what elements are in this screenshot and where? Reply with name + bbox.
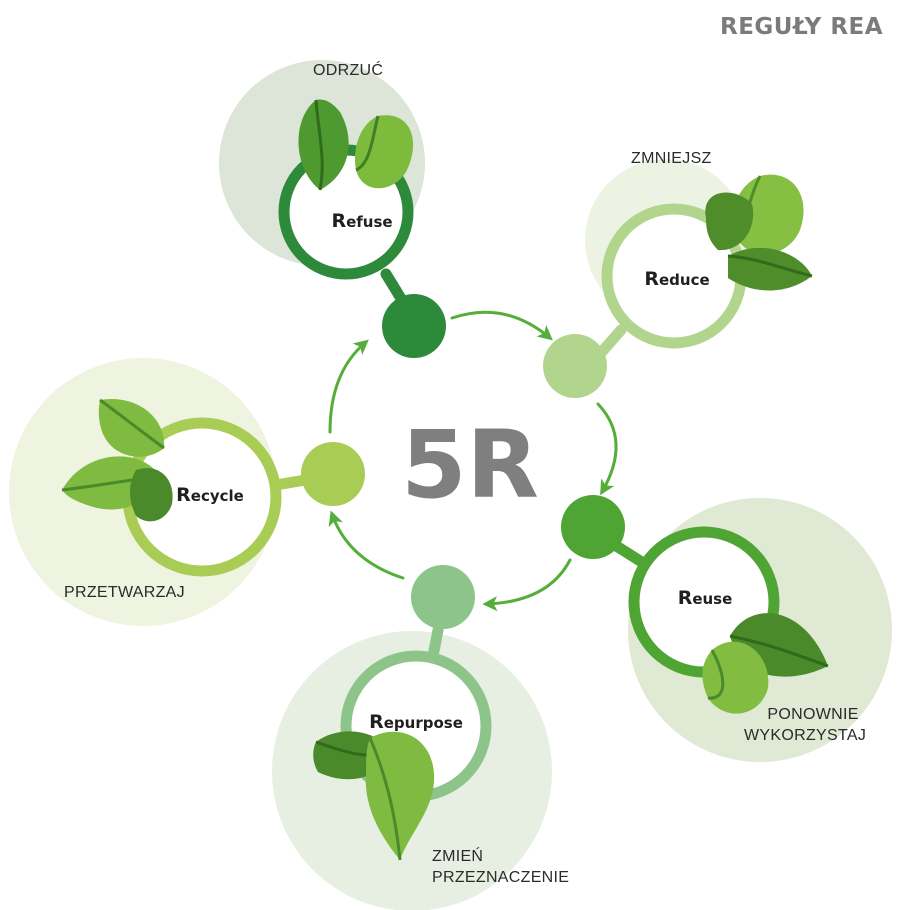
refuse-polish-line: ODRZUĆ: [313, 62, 384, 79]
refuse-label: Refuse: [331, 210, 392, 232]
reuse-polish-line-2: WYKORZYSTAJ: [744, 727, 867, 744]
refuse-dot: [382, 294, 446, 358]
arrow-reduce-to-reuse: [596, 402, 618, 496]
arrow-repurpose-to-recycle: [328, 510, 405, 580]
reuse-polish-label: PONOWNIE WYKORZYSTAJ: [744, 704, 866, 746]
refuse-polish-label: ODRZUĆ: [313, 60, 383, 81]
refuse-leaves-icon: [298, 99, 414, 191]
repurpose-polish-line-2: PRZEZNACZENIE: [432, 869, 570, 886]
arrow-reuse-to-repurpose: [482, 558, 572, 612]
reduce-label: Reduce: [644, 268, 709, 290]
repurpose-leaves-icon: [313, 731, 435, 861]
recycle-dot: [301, 442, 365, 506]
repurpose-polish-label: ZMIEŃ PRZEZNACZENIE: [432, 846, 569, 888]
cycle-arrows: [328, 310, 618, 612]
reduce-polish-label: ZMNIEJSZ: [631, 148, 712, 169]
reuse-leaves-icon: [702, 613, 829, 714]
reuse-polish-line-1: PONOWNIE: [767, 706, 859, 723]
page-title: REGUŁY REA: [720, 14, 884, 40]
recycle-connector: [276, 474, 311, 490]
reuse-dot: [561, 495, 625, 559]
reduce-dot: [543, 334, 607, 398]
repurpose-label: Repurpose: [369, 711, 463, 733]
recycle-label: Recycle: [176, 484, 244, 506]
recycle-leaves-icon: [61, 398, 173, 522]
reduce-leaves-icon: [705, 174, 813, 291]
center-5r-label: 5R: [401, 411, 539, 520]
recycle-polish-label: PRZETWARZAJ: [64, 582, 185, 603]
reuse-label: Reuse: [678, 587, 733, 609]
arrow-refuse-to-reduce: [450, 310, 553, 341]
recycle-polish-line: PRZETWARZAJ: [64, 584, 185, 601]
arrow-recycle-to-refuse: [328, 339, 369, 434]
reduce-connector: [594, 324, 627, 360]
reduce-polish-line: ZMNIEJSZ: [631, 150, 712, 167]
repurpose-dot: [411, 565, 475, 629]
repurpose-polish-line-1: ZMIEŃ: [432, 848, 484, 865]
